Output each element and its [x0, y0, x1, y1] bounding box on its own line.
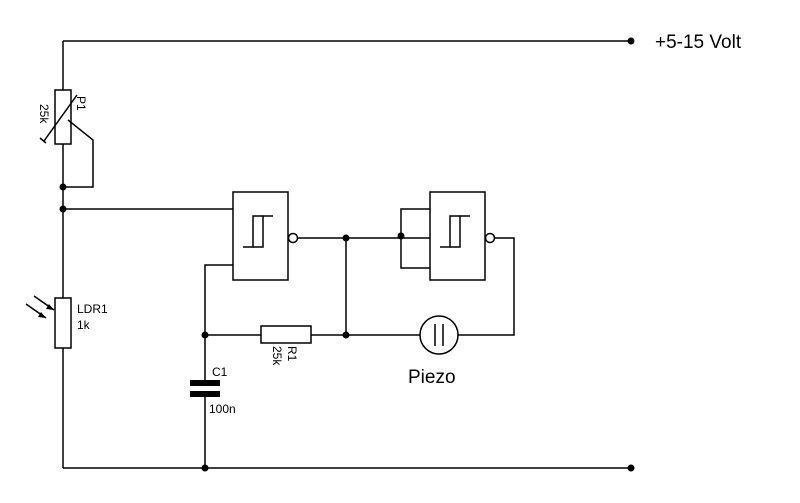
schmitt-trigger-gate-2	[429, 191, 496, 281]
wire-gate2-inputs	[400, 208, 430, 269]
schmitt-trigger-gate-1	[232, 191, 299, 281]
piezo-buzzer: Piezo	[408, 315, 459, 388]
r1-value: 25k	[270, 346, 284, 366]
p1-value: 25k	[37, 104, 51, 124]
c1-value: 100n	[209, 402, 236, 416]
inverter-bubble-1	[287, 232, 299, 244]
junction-ground-c1	[201, 464, 209, 472]
piezo-label: Piezo	[408, 367, 456, 388]
supply-label: +5-15 Volt	[655, 32, 742, 53]
ldr1-label: LDR1	[77, 302, 108, 316]
potentiometer-p1: P1 25k	[37, 89, 94, 188]
p1-label: P1	[74, 96, 88, 111]
wire-gate1-feedback	[204, 264, 233, 335]
junction-r1-piezo	[342, 331, 350, 339]
ldr-ldr1: LDR1 1k	[25, 295, 108, 349]
wire-gate2-output	[458, 237, 515, 336]
ground-terminal	[627, 464, 635, 472]
resistor-r1: R1 25k	[260, 325, 312, 366]
c1-label: C1	[212, 365, 228, 379]
r1-label: R1	[285, 346, 299, 362]
inverter-bubble-2	[484, 232, 496, 244]
supply-terminal	[627, 37, 635, 45]
ldr1-value: 1k	[77, 318, 91, 332]
capacitor-c1: C1 100n	[190, 365, 236, 416]
